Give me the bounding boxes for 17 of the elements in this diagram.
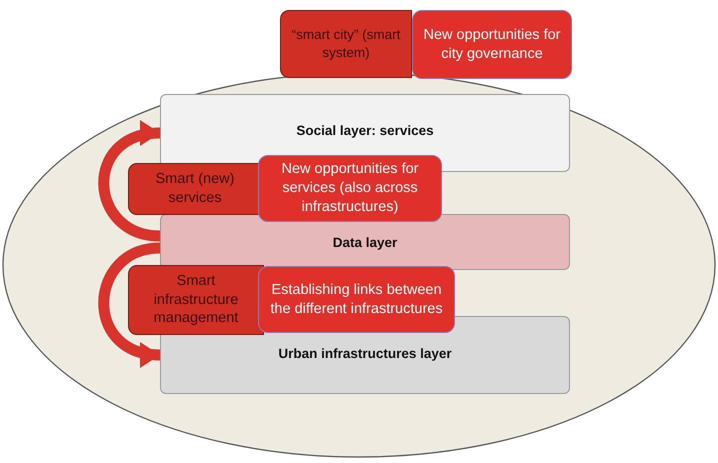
node-text: Data layer: [332, 234, 398, 250]
node-text: “smart city” (smart system): [290, 26, 402, 62]
node-text: Urban infrastructures layer: [278, 346, 452, 361]
curved-arrow: [98, 122, 161, 242]
node-text: New opportunities for services (also across infrastructures): [280, 160, 420, 217]
node-text: Smart infrastructure management: [152, 272, 240, 328]
system-ellipse: [2, 72, 716, 458]
callout-box: [258, 155, 442, 222]
node-text: Establishing links between the different infrastructures: [269, 280, 444, 318]
label-box: [280, 10, 412, 78]
node-text: Social layer: services: [296, 123, 434, 138]
callout-box: [412, 10, 572, 79]
callout-box: [258, 266, 455, 333]
node-text: New opportunities for city governance: [422, 26, 562, 64]
curved-arrow: [98, 242, 161, 366]
label-box: [128, 265, 264, 335]
node-text: Smart (new) services: [154, 170, 236, 208]
